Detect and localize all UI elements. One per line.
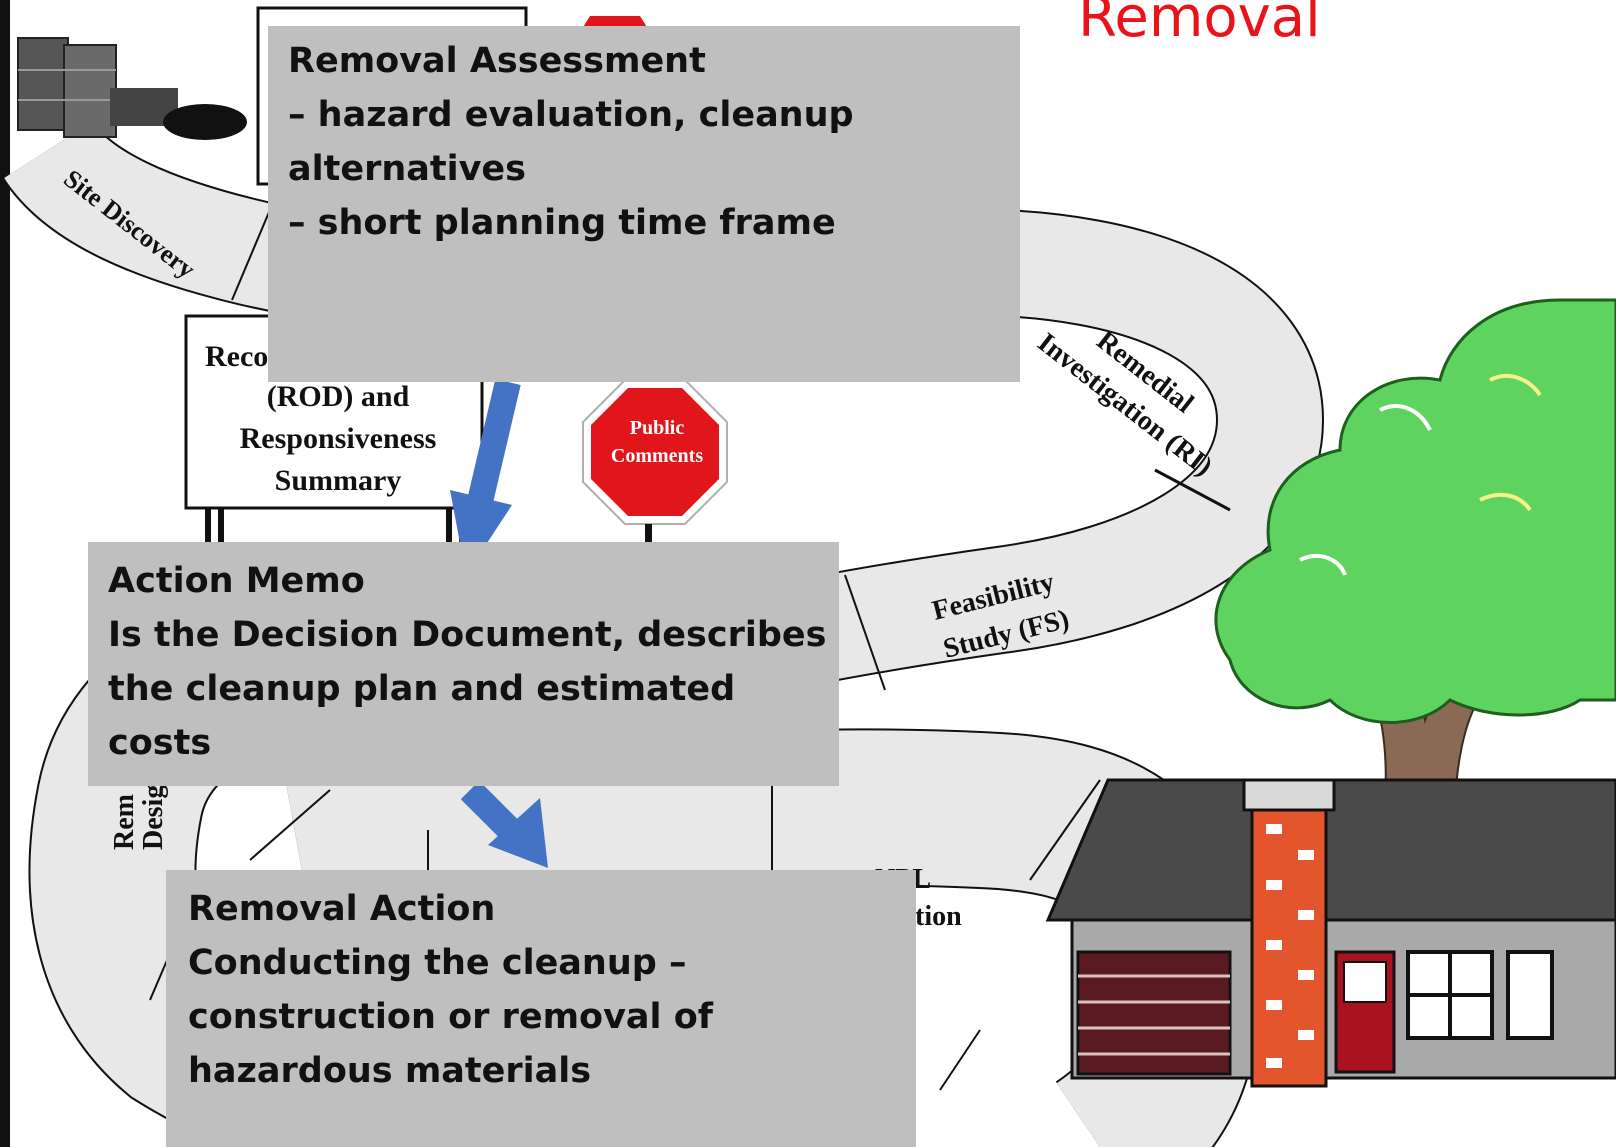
- removal-assessment-line3: – short planning time frame: [288, 203, 836, 243]
- chimney-icon: [1242, 778, 1336, 1088]
- barrels-icon: [17, 37, 247, 140]
- removal-assessment-title: Removal Assessment: [288, 41, 706, 81]
- removal-action-title: Removal Action: [188, 889, 496, 929]
- stop-sign-line1: Public: [630, 417, 685, 439]
- removal-action-line1: Conducting the cleanup –: [188, 943, 687, 983]
- action-memo-line2: the cleanup plan and estimated: [108, 669, 736, 709]
- removal-assessment-callout: Removal Assessment – hazard evaluation, …: [268, 26, 1020, 382]
- stop-sign-line2: Comments: [611, 445, 703, 467]
- removal-assessment-line1: – hazard evaluation, cleanup: [288, 95, 854, 135]
- tree-icon: [1214, 298, 1616, 801]
- action-memo-title: Action Memo: [108, 561, 365, 601]
- action-memo-callout: Action Memo Is the Decision Document, de…: [88, 542, 839, 786]
- arrow-memo-to-action: [460, 780, 548, 868]
- removal-action-line2: construction or removal of: [188, 997, 713, 1037]
- page-title: Removal: [1078, 0, 1321, 50]
- action-memo-line1: Is the Decision Document, describes: [108, 615, 827, 655]
- left-frame-edge: [0, 0, 10, 1147]
- stop-sign-icon: [582, 379, 728, 544]
- rod-sign-line1: Reco: [205, 340, 268, 373]
- removal-assessment-line2: alternatives: [288, 149, 526, 189]
- npl-listing-label-tail: tion: [915, 901, 962, 932]
- remedial-design-label-rem: Rem: [109, 794, 140, 850]
- house-icon: [1045, 778, 1616, 1080]
- action-memo-line3: costs: [108, 723, 212, 763]
- removal-action-callout: Removal Action Conducting the cleanup – …: [166, 870, 916, 1147]
- rod-sign-line4: Summary: [275, 464, 402, 497]
- removal-action-line3: hazardous materials: [188, 1051, 592, 1091]
- rod-sign-line2: (ROD) and: [267, 380, 410, 413]
- rod-sign-line3: Responsiveness: [240, 422, 437, 455]
